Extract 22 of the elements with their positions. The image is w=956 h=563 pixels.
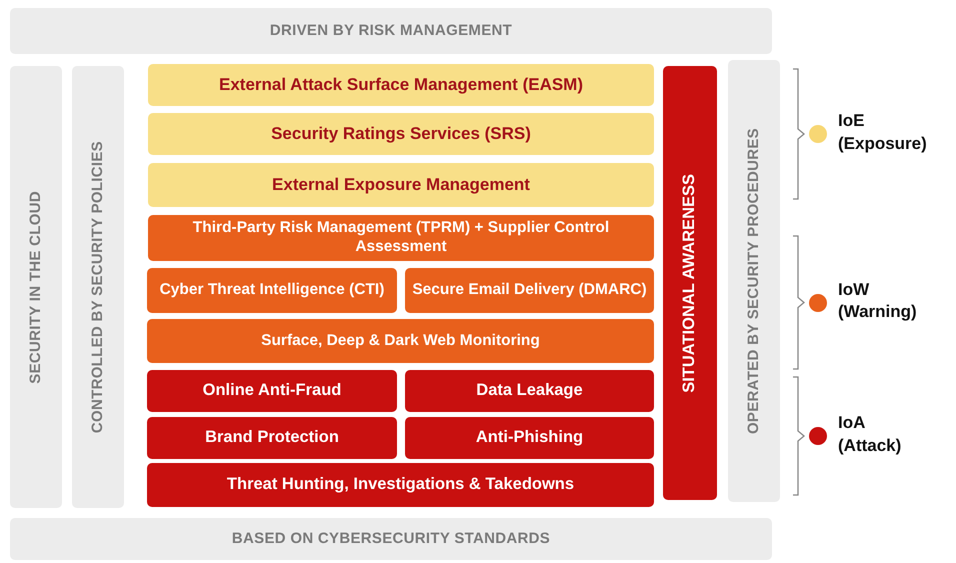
layer-box: Cyber Threat Intelligence (CTI) xyxy=(147,268,397,313)
legend-label: IoE (Exposure) xyxy=(838,110,927,155)
layer-box: Security Ratings Services (SRS) xyxy=(148,113,654,155)
legend-label: IoW (Warning) xyxy=(838,278,917,324)
layer-box: Data Leakage xyxy=(405,370,654,412)
layer-box: Secure Email Delivery (DMARC) xyxy=(405,268,654,313)
layer-box: Online Anti-Fraud xyxy=(147,370,397,412)
band-label: OPERATED BY SECURITY PROCEDURES xyxy=(745,128,763,434)
layer-box: Anti-Phishing xyxy=(405,417,654,459)
layer-box: Surface, Deep & Dark Web Monitoring xyxy=(147,319,654,363)
band-box: BASED ON CYBERSECURITY STANDARDS xyxy=(10,518,772,560)
layer-box: Threat Hunting, Investigations & Takedowns xyxy=(147,463,654,507)
band-label: SECURITY IN THE CLOUD xyxy=(27,190,45,384)
band-box: DRIVEN BY RISK MANAGEMENT xyxy=(10,8,772,54)
legend-label: IoA (Attack) xyxy=(838,412,902,457)
layer-box: External Exposure Management xyxy=(148,163,654,207)
layer-box: External Attack Surface Management (EASM) xyxy=(148,64,654,106)
layer-box: Brand Protection xyxy=(147,417,397,459)
band-box xyxy=(663,66,717,500)
band-label: CONTROLLED BY SECURITY POLICIES xyxy=(89,140,107,434)
band-label: SITUATIONAL AWARENESS xyxy=(680,174,700,392)
layer-box: Third-Party Risk Management (TPRM) + Supplier Control Assessment xyxy=(148,215,654,261)
